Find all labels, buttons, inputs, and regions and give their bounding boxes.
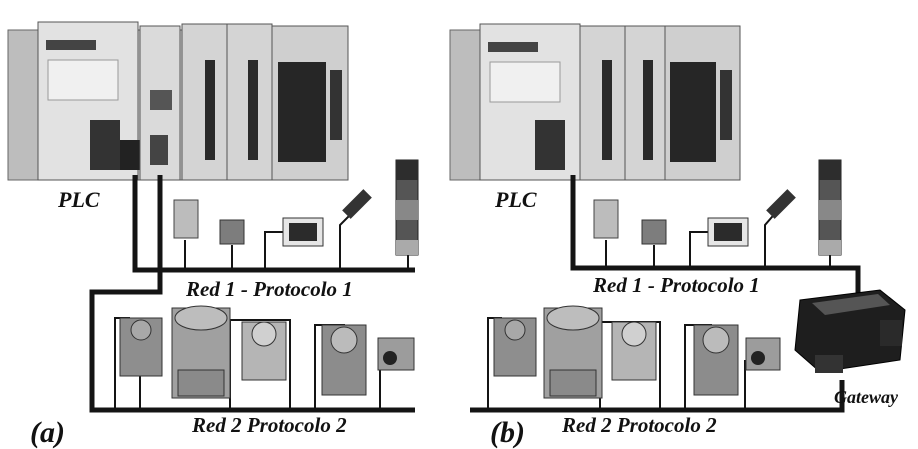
red2-label-a: Red 2 Protocolo 2 xyxy=(191,413,347,437)
cables-a xyxy=(89,175,415,413)
sensor-box-b xyxy=(641,219,667,245)
red2-label-b: Red 2 Protocolo 2 xyxy=(561,413,717,437)
red1-devices-b xyxy=(593,159,842,256)
panel-b: PLC Red 1 - Protocolo 1 Red 2 Protocolo … xyxy=(449,23,906,449)
plc-label-a: PLC xyxy=(57,187,100,212)
panel-label-a: (a) xyxy=(30,416,65,449)
plc-rack-b xyxy=(449,23,741,181)
red1-devices-a xyxy=(173,159,419,256)
gateway-device xyxy=(794,289,906,373)
panel-a: PLC Red 1 - Protocolo 1 Red 2 Protocolo … xyxy=(7,21,419,449)
red1-label-b: Red 1 - Protocolo 1 xyxy=(592,273,760,297)
plc-label-b: PLC xyxy=(494,187,537,212)
sensor-box-a xyxy=(219,219,245,245)
plc-rack-a xyxy=(7,21,349,181)
red2-devices-a xyxy=(119,305,415,399)
panel-label-b: (b) xyxy=(490,416,525,449)
switch-box-a xyxy=(377,337,415,371)
red2-devices-b xyxy=(493,305,781,399)
proximity-sensor-a xyxy=(342,189,372,219)
proximity-sensor-b xyxy=(766,189,796,219)
power-supply-a xyxy=(173,199,199,239)
gateway-label: Gateway xyxy=(834,387,899,407)
red1-label-a: Red 1 - Protocolo 1 xyxy=(185,277,353,301)
power-supply-b xyxy=(593,199,619,239)
